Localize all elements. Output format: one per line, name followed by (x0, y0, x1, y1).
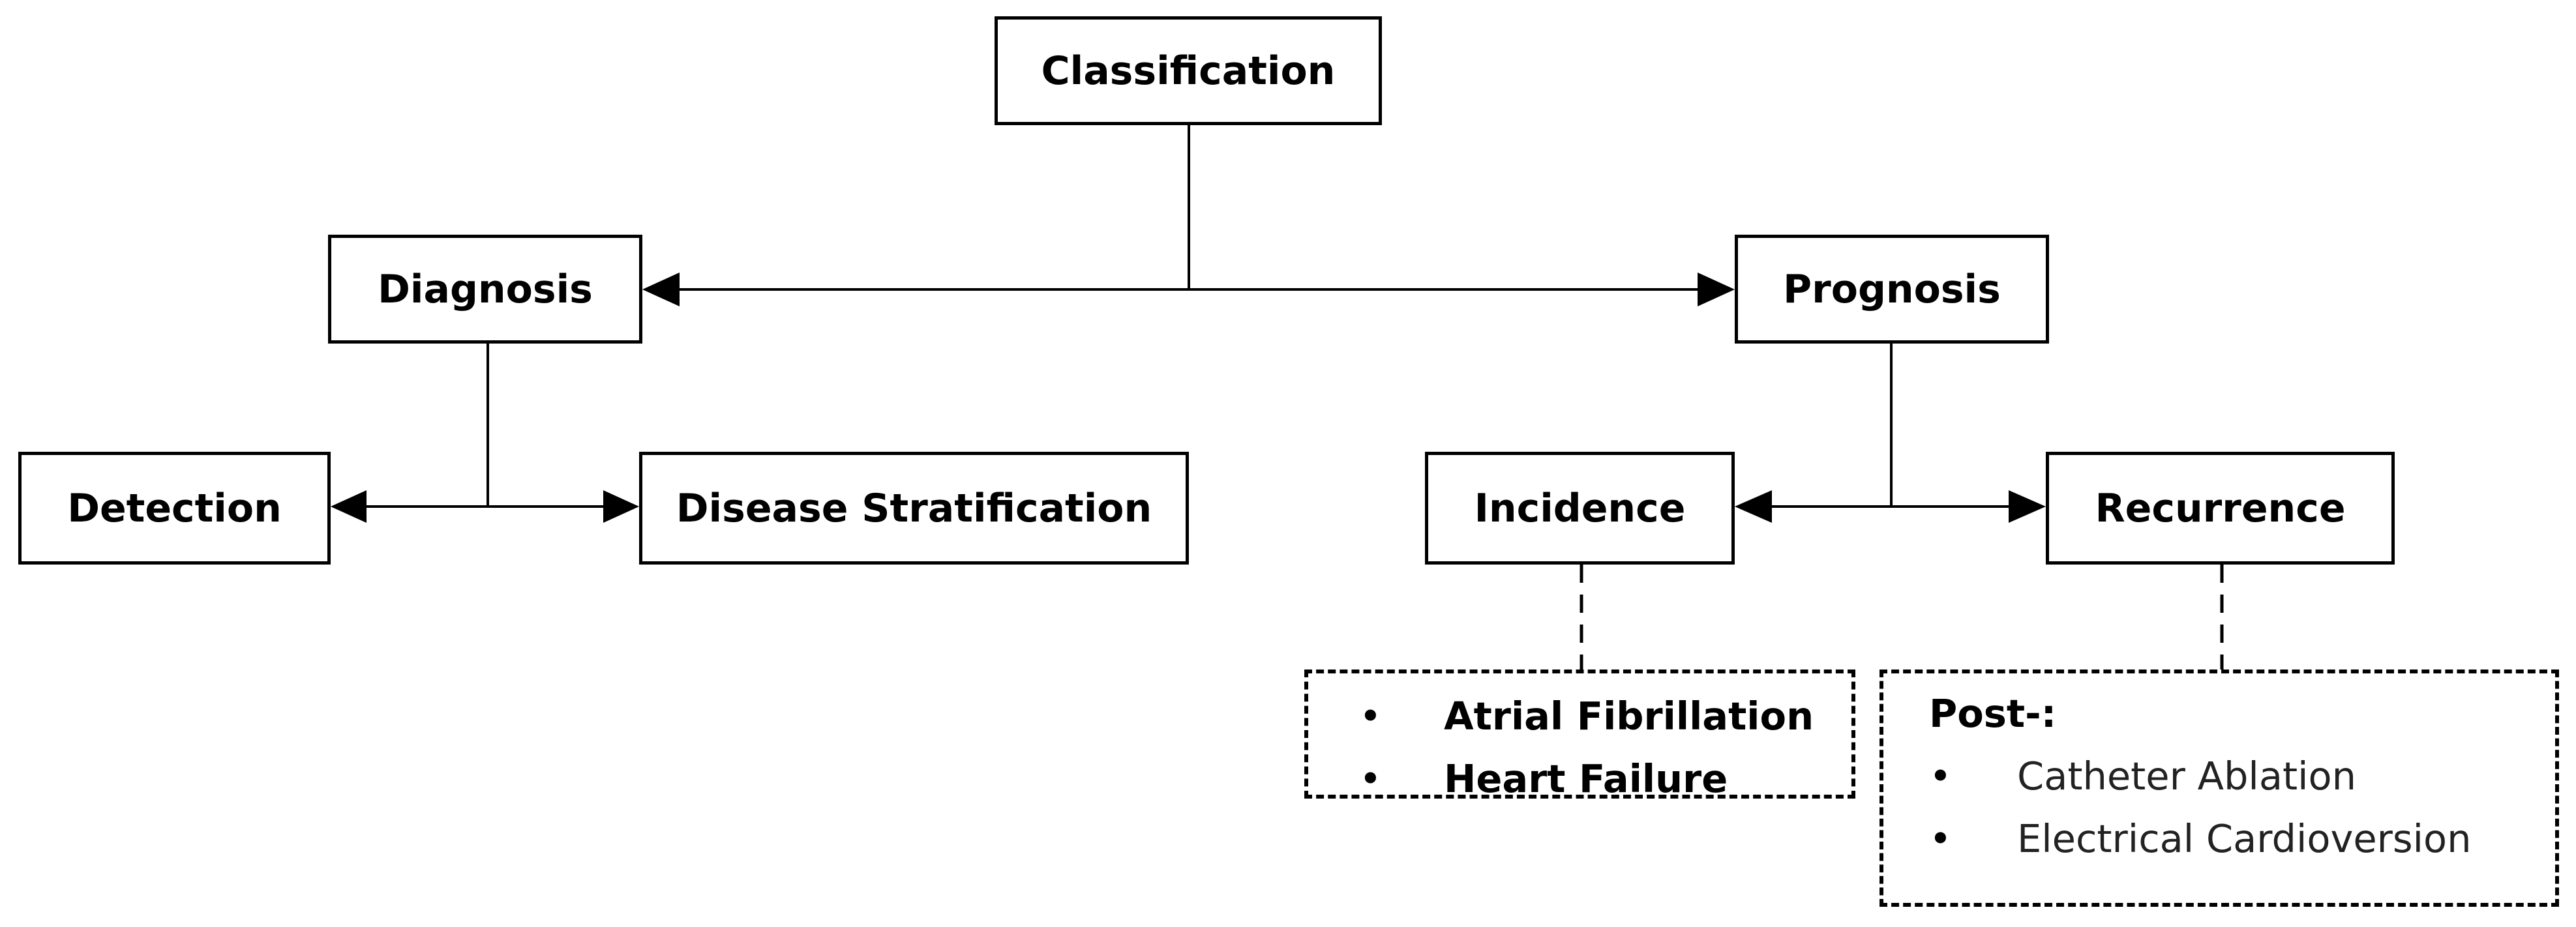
incidence-label: Incidence (1474, 485, 1686, 531)
bullet-icon: • (1359, 756, 1382, 801)
diagnosis-branch-arrow (331, 490, 639, 523)
detection-node: Detection (18, 452, 331, 565)
classification-branch-arrow (642, 272, 1735, 306)
bullet-icon: • (1929, 754, 1952, 799)
list-item: • Catheter Ablation (1929, 745, 2555, 808)
classification-label: Classification (1041, 48, 1336, 94)
recurrence-note: Post-: • Catheter Ablation • Electrical … (1880, 670, 2559, 907)
recurrence-note-item: Catheter Ablation (2017, 754, 2356, 799)
list-item: • Heart Failure (1359, 748, 1851, 810)
recurrence-note-heading: Post-: (1929, 691, 2057, 736)
prognosis-node: Prognosis (1735, 235, 2049, 344)
bullet-icon: • (1929, 816, 1952, 861)
recurrence-label: Recurrence (2095, 485, 2346, 531)
recurrence-node: Recurrence (2046, 452, 2395, 565)
list-item: • Electrical Cardioversion (1929, 808, 2555, 870)
list-item: • Atrial Fibrillation (1359, 685, 1851, 748)
incidence-note-item: Heart Failure (1444, 756, 1728, 801)
diagnosis-node: Diagnosis (328, 235, 642, 344)
prognosis-label: Prognosis (1783, 266, 2001, 312)
disease-stratification-label: Disease Stratification (676, 485, 1152, 531)
recurrence-note-item: Electrical Cardioversion (2017, 816, 2472, 861)
incidence-note: • Atrial Fibrillation • Heart Failure (1304, 670, 1855, 801)
detection-label: Detection (67, 485, 282, 531)
incidence-node: Incidence (1425, 452, 1735, 565)
bullet-icon: • (1359, 694, 1382, 739)
disease-stratification-node: Disease Stratification (639, 452, 1189, 565)
classification-node: Classification (995, 16, 1382, 125)
incidence-note-item: Atrial Fibrillation (1444, 694, 1814, 739)
diagnosis-label: Diagnosis (378, 266, 593, 312)
incidence-note-list: • Atrial Fibrillation • Heart Failure (1359, 685, 1851, 810)
recurrence-note-list: • Catheter Ablation • Electrical Cardiov… (1929, 745, 2555, 870)
prognosis-branch-arrow (1735, 490, 2046, 523)
